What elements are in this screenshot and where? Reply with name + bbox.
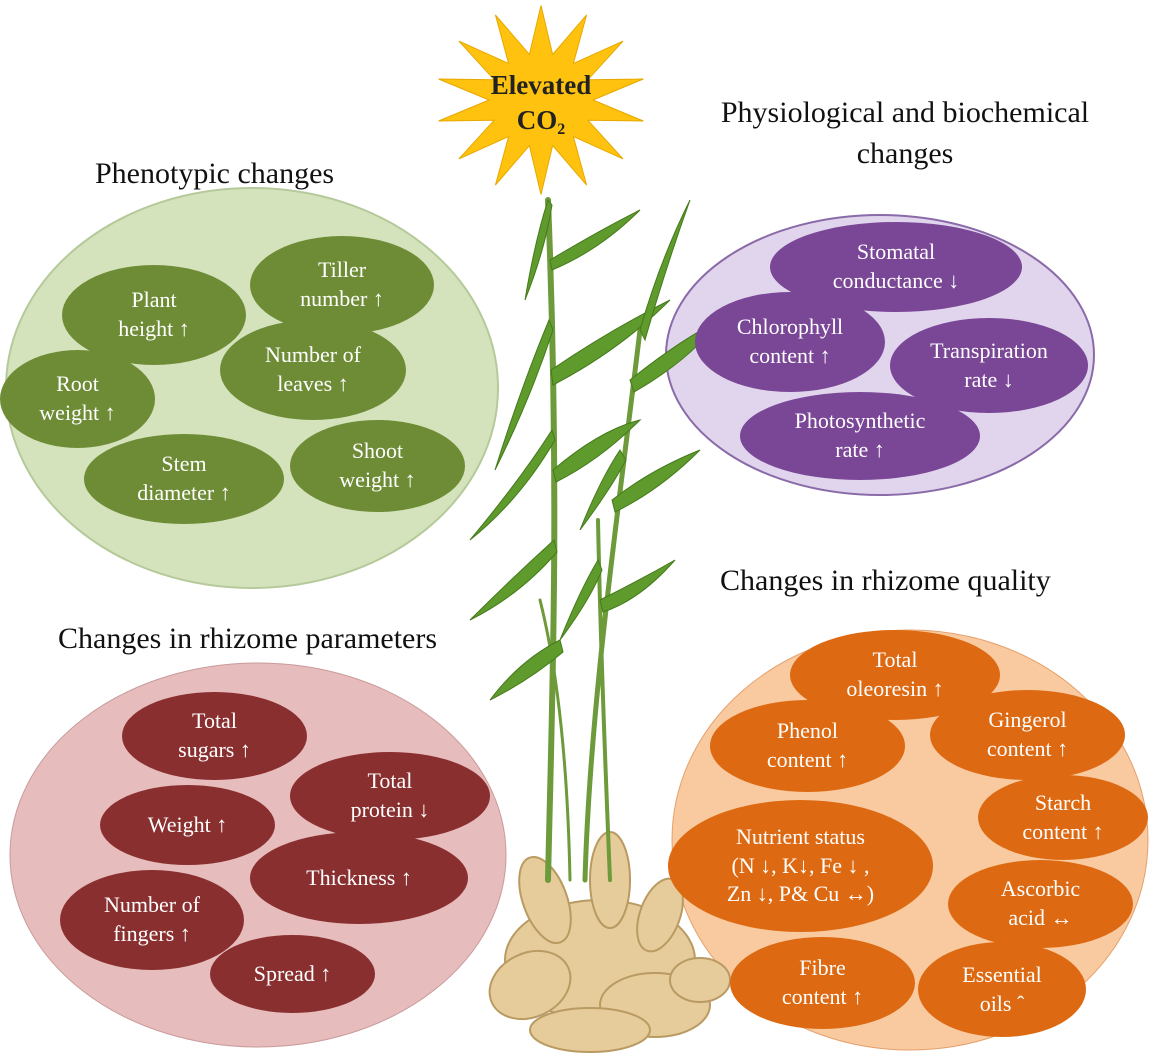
starch-content-pill: Starch content ↑ xyxy=(978,775,1148,860)
photosynthetic-rate-pill: Photosynthetic rate ↑ xyxy=(740,392,980,480)
co2-main-text: CO xyxy=(517,105,558,135)
stem-diameter-pill: Stem diameter ↑ xyxy=(84,434,284,524)
essential-oils-pill: Essential oils ˆ xyxy=(918,942,1086,1037)
total-sugars-pill: Total sugars ↑ xyxy=(122,692,307,780)
number-of-fingers-pill: Number of fingers ↑ xyxy=(60,870,244,970)
phenol-content-pill: Phenol content ↑ xyxy=(710,700,905,792)
total-protein-pill: Total protein ↓ xyxy=(290,752,490,840)
rhizome-parameters-title: Changes in rhizome parameters xyxy=(58,620,437,658)
physiological-changes-title: Physiological and biochemical changes xyxy=(715,93,1095,174)
rhizome-quality-title: Changes in rhizome quality xyxy=(720,562,1051,600)
co2-label-line2: CO2 xyxy=(455,103,627,141)
ascorbic-acid-pill: Ascorbic acid ↔ xyxy=(948,860,1133,948)
fibre-content-pill: Fibre content ↑ xyxy=(730,937,915,1029)
elevated-co2-label: Elevated CO2 xyxy=(455,68,627,141)
weight-pill: Weight ↑ xyxy=(100,785,275,865)
nutrient-status-pill: Nutrient status (N ↓, K↓, Fe ↓ , Zn ↓, P… xyxy=(668,800,933,932)
shoot-weight-pill: Shoot weight ↑ xyxy=(290,420,465,512)
chlorophyll-content-pill: Chlorophyll content ↑ xyxy=(695,292,885,392)
root-weight-pill: Root weight ↑ xyxy=(0,350,155,448)
phenotypic-changes-title: Phenotypic changes xyxy=(95,155,334,193)
elevated-label-line1: Elevated xyxy=(455,68,627,103)
thickness-pill: Thickness ↑ xyxy=(250,832,468,924)
number-of-leaves-pill: Number of leaves ↑ xyxy=(220,320,406,420)
spread-pill: Spread ↑ xyxy=(210,935,375,1013)
co2-subscript: 2 xyxy=(557,121,565,138)
tiller-number-pill: Tiller number ↑ xyxy=(250,236,434,334)
gingerol-content-pill: Gingerol content ↑ xyxy=(930,690,1125,780)
